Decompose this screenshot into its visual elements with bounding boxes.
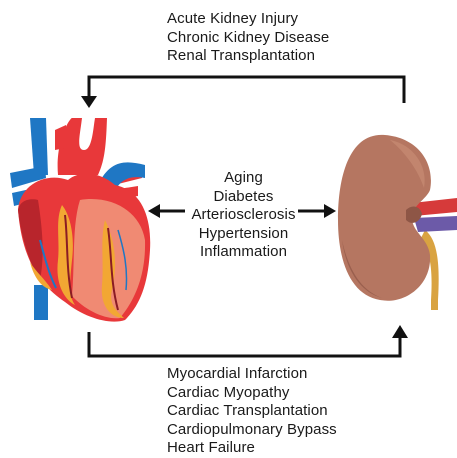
- condition-label: Heart Failure: [167, 439, 337, 458]
- condition-label: Cardiac Myopathy: [167, 384, 337, 403]
- condition-label: Cardiac Transplantation: [167, 402, 337, 421]
- renal-vein: [414, 216, 457, 232]
- risk-factor-label: Diabetes: [186, 188, 301, 207]
- condition-label: Cardiopulmonary Bypass: [167, 421, 337, 440]
- condition-label: Myocardial Infarction: [167, 365, 337, 384]
- condition-label: Acute Kidney Injury: [167, 10, 329, 29]
- risk-factor-label: Arteriosclerosis: [186, 206, 301, 225]
- shared-risk-factors: Aging Diabetes Arteriosclerosis Hyperten…: [186, 169, 301, 262]
- kidney-to-heart-conditions: Acute Kidney Injury Chronic Kidney Disea…: [167, 10, 329, 66]
- risk-factor-label: Aging: [186, 169, 301, 188]
- risk-factor-label: Hypertension: [186, 225, 301, 244]
- risk-factor-label: Inflammation: [186, 243, 301, 262]
- condition-label: Chronic Kidney Disease: [167, 29, 329, 48]
- condition-label: Renal Transplantation: [167, 47, 329, 66]
- heart-to-kidney-conditions: Myocardial Infarction Cardiac Myopathy C…: [167, 365, 337, 458]
